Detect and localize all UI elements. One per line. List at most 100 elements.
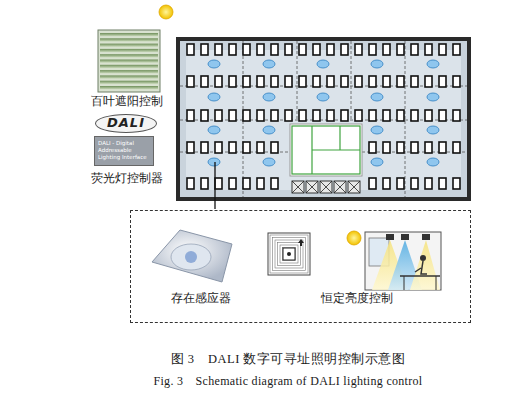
blind-slat (100, 60, 158, 63)
controller-label: 荧光灯控制器 (91, 172, 163, 186)
luminaire (453, 44, 460, 55)
sensor-icon (371, 93, 383, 101)
luminaire (383, 178, 390, 189)
equipment-cross (306, 181, 318, 193)
sensor-rings (273, 238, 306, 271)
luminaire (425, 178, 432, 189)
luminaire (327, 76, 334, 87)
luminaire (341, 44, 348, 55)
luminaire (229, 76, 236, 87)
luminaire (243, 110, 250, 121)
luminaire (397, 110, 404, 121)
sun (159, 5, 173, 19)
luminaire (257, 142, 264, 153)
blind-slat (100, 44, 158, 47)
luminaire (285, 44, 292, 55)
luminaire (439, 142, 446, 153)
equipment-cross (334, 181, 346, 193)
luminaire (383, 142, 390, 153)
blind-slat (100, 86, 158, 89)
sensor-icon (317, 60, 329, 68)
caption-english: Fig. 3 Schematic diagram of DALI lightin… (154, 375, 423, 389)
luminaire (439, 44, 446, 55)
luminaire (187, 110, 194, 121)
sensor-icon (263, 60, 275, 68)
luminaire (243, 44, 250, 55)
luminaire (299, 44, 306, 55)
sensor-label: 存在感应器 (171, 292, 231, 306)
luminaire (187, 44, 194, 55)
luminaire (369, 44, 376, 55)
luminaire (439, 178, 446, 189)
equipment-box (306, 181, 318, 193)
luminaire (271, 76, 278, 87)
sensor-icon (208, 60, 220, 68)
constant-lighting-picture (347, 231, 441, 290)
dashed-detail-box: 存在感应器 恒定亮度控制 (130, 210, 471, 323)
luminaire (327, 110, 334, 121)
blind-slat (100, 38, 158, 41)
luminaire (355, 110, 362, 121)
luminaire (411, 142, 418, 153)
sensor-icon (427, 93, 439, 101)
luminaire (411, 178, 418, 189)
luminaire (425, 142, 432, 153)
dali-interface-box: DALI - Digital Addressable Lighting Inte… (94, 136, 154, 166)
luminaire (257, 110, 264, 121)
luminaire (285, 110, 292, 121)
luminaire (411, 76, 418, 87)
luminaire (383, 76, 390, 87)
luminaire (439, 76, 446, 87)
blind-slat (100, 81, 158, 84)
luminaire (243, 76, 250, 87)
equipment-cross (292, 181, 304, 193)
luminaire (201, 76, 208, 87)
luminaire (215, 110, 222, 121)
luminaire (201, 44, 208, 55)
sensor-icon (427, 126, 439, 134)
luminaire (201, 178, 208, 189)
light-sensor-picture (268, 233, 310, 275)
luminaire (215, 142, 222, 153)
sensor-rings (275, 240, 303, 268)
sensor-rings (278, 243, 301, 266)
luminaire (257, 44, 264, 55)
luminaire (215, 178, 222, 189)
luminaire (229, 142, 236, 153)
luminaire (453, 142, 460, 153)
luminaire (341, 76, 348, 87)
luminaire (271, 142, 278, 153)
sensor-icon (371, 60, 383, 68)
blind-slat (100, 33, 158, 36)
luminaire (201, 110, 208, 121)
sensor-rings (288, 253, 291, 256)
lighting-label: 恒定亮度控制 (321, 292, 393, 306)
sensor-icon (317, 93, 329, 101)
sensor-icon (208, 93, 220, 101)
luminaire (229, 178, 236, 189)
sensor-rings (280, 245, 298, 263)
luminaire (201, 142, 208, 153)
equipment-box (292, 181, 304, 193)
luminaire (383, 110, 390, 121)
luminaire (411, 110, 418, 121)
luminaire (453, 178, 460, 189)
luminaire (243, 142, 250, 153)
luminaire (327, 44, 334, 55)
luminaire (369, 76, 376, 87)
equipment-box (320, 181, 332, 193)
sensor-icon (208, 158, 220, 166)
blinds-icon (98, 30, 160, 92)
luminaire (187, 178, 194, 189)
luminaire (257, 76, 264, 87)
dali-logo: DALI (95, 114, 157, 133)
luminaire (397, 44, 404, 55)
sensor-rings (283, 248, 296, 261)
luminaire (369, 110, 376, 121)
luminaire (425, 110, 432, 121)
luminaire (355, 44, 362, 55)
luminaire (453, 76, 460, 87)
blind-slat (100, 75, 158, 78)
